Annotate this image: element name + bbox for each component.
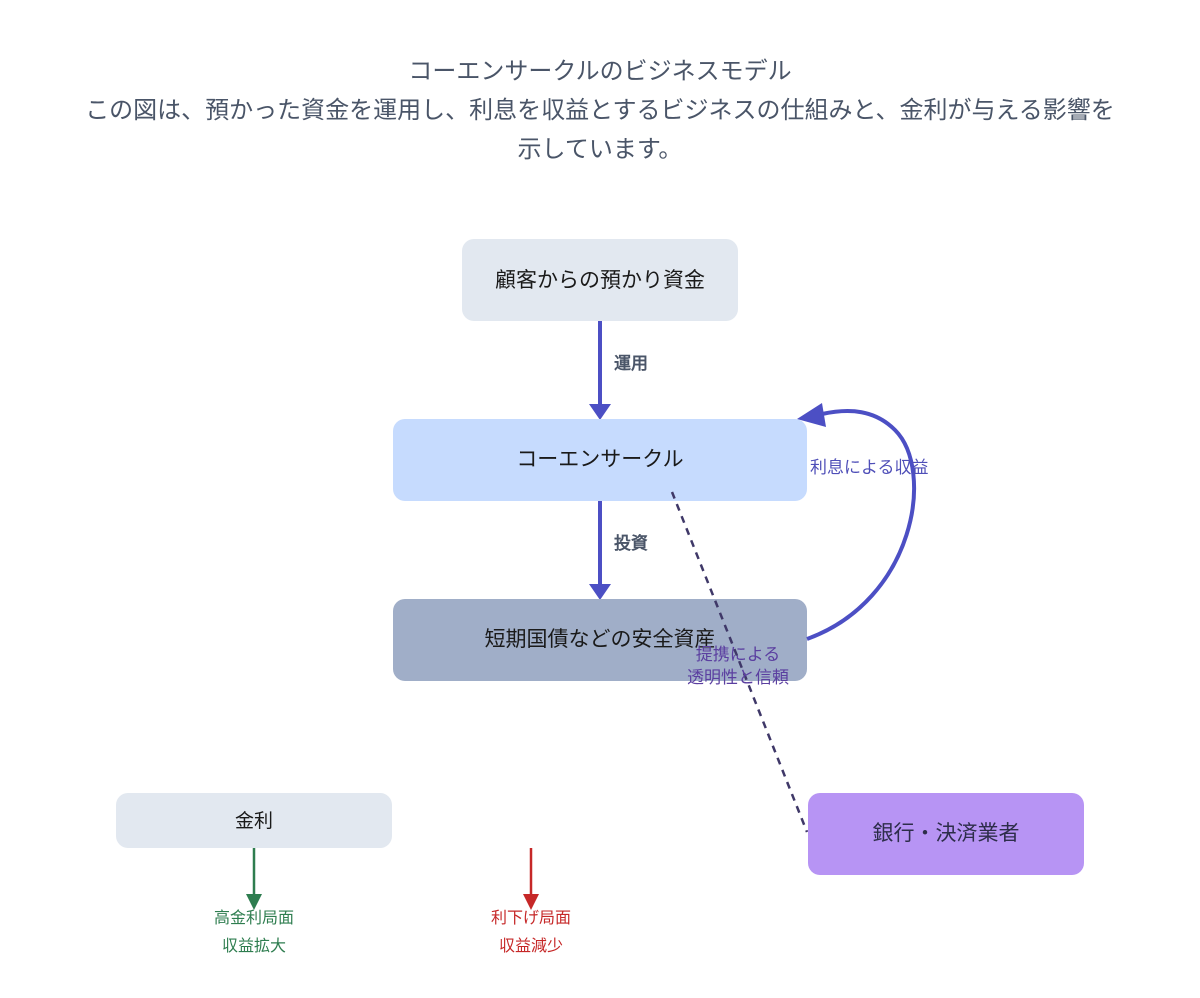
- edge-interest-income-arrowhead: [797, 403, 826, 427]
- node-interest-rate: 金利: [116, 793, 392, 848]
- diagram-title-block: コーエンサークルのビジネスモデル この図は、預かった資金を運用し、利息を収益とす…: [40, 52, 1160, 169]
- node-safe-assets: 短期国債などの安全資産: [393, 599, 807, 681]
- scenario-rate-cut-arrowhead: [523, 894, 539, 910]
- scenario-high-rate-arrowhead: [246, 894, 262, 910]
- scenario-rate-cut: 利下げ局面 収益減少: [491, 848, 571, 955]
- scenario-high-rate: 高金利局面 収益拡大: [214, 848, 294, 955]
- edge-partnership-label-line1: 提携による: [696, 645, 781, 665]
- node-interest-rate-label: 金利: [235, 810, 273, 832]
- node-safe-assets-label: 短期国債などの安全資産: [485, 627, 716, 651]
- diagram-subtitle-line2: 示しています。: [517, 135, 683, 163]
- edge-invest: 投資: [589, 501, 648, 600]
- edge-operate: 運用: [589, 321, 648, 420]
- edge-operate-label: 運用: [614, 354, 648, 374]
- diagram-subtitle-line1: この図は、預かった資金を運用し、利息を収益とするビジネスの仕組みと、金利が与える…: [85, 96, 1115, 124]
- edge-invest-arrowhead: [589, 584, 611, 600]
- diagram-title: コーエンサークルのビジネスモデル: [408, 57, 792, 85]
- edge-invest-label: 投資: [614, 533, 648, 554]
- edge-operate-arrowhead: [589, 404, 611, 420]
- edge-partnership: 提携による 透明性と信頼: [670, 491, 809, 833]
- node-cohen-circle-label: コーエンサークル: [516, 447, 683, 471]
- node-customer-deposits: 顧客からの預かり資金: [462, 239, 738, 321]
- node-customer-deposits-label: 顧客からの預かり資金: [495, 268, 705, 292]
- edge-interest-income: 利息による収益: [797, 403, 929, 641]
- node-banks-payment-providers: 銀行・決済業者: [808, 793, 1084, 875]
- node-cohen-circle: コーエンサークル: [393, 419, 807, 501]
- scenario-rate-cut-line1: 利下げ局面: [491, 908, 571, 927]
- scenario-rate-cut-line2: 収益減少: [499, 936, 563, 955]
- edge-partnership-label-line2: 透明性と信頼: [687, 668, 789, 688]
- node-banks-payment-providers-label: 銀行・決済業者: [873, 821, 1020, 845]
- scenario-high-rate-line1: 高金利局面: [214, 908, 294, 927]
- edge-interest-income-label: 利息による収益: [810, 458, 929, 478]
- scenario-high-rate-line2: 収益拡大: [222, 936, 286, 955]
